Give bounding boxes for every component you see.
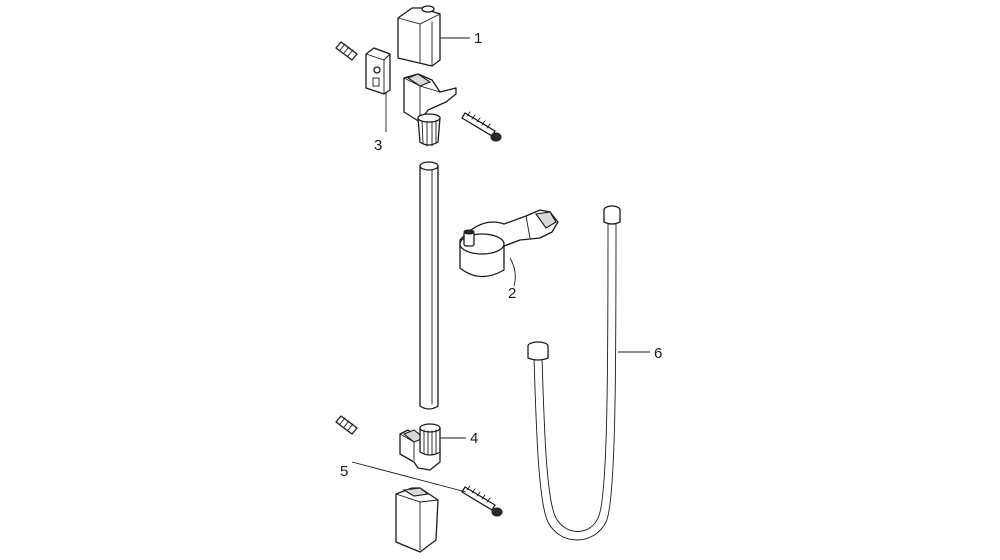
part-1-top-cap xyxy=(397,5,441,67)
rail-bar xyxy=(419,161,439,410)
lower-screw xyxy=(461,485,503,517)
part-4-lower-rail-holder xyxy=(399,423,441,471)
callout-3: 3 xyxy=(374,137,382,154)
upper-rail-holder xyxy=(403,73,457,147)
callout-4: 4 xyxy=(470,430,478,447)
callout-5: 5 xyxy=(340,463,348,480)
upper-dowel xyxy=(335,41,358,61)
upper-screw xyxy=(461,111,502,142)
callout-1: 1 xyxy=(474,30,482,47)
leader-lines xyxy=(351,37,650,493)
part-2-slider-holder xyxy=(459,209,559,278)
bottom-cap xyxy=(395,487,439,553)
upper-wall-plate xyxy=(365,47,391,95)
lower-dowel xyxy=(335,415,358,435)
part-6-shower-hose xyxy=(527,205,621,541)
callout-labels: 1 2 3 4 5 6 xyxy=(340,30,662,480)
part-3-upper-wall-bracket xyxy=(335,41,502,147)
callout-2: 2 xyxy=(508,285,516,302)
callout-6: 6 xyxy=(654,345,662,362)
part-5-lower-fixings xyxy=(335,415,503,517)
leader-2 xyxy=(509,257,516,287)
leader-5 xyxy=(351,461,467,493)
